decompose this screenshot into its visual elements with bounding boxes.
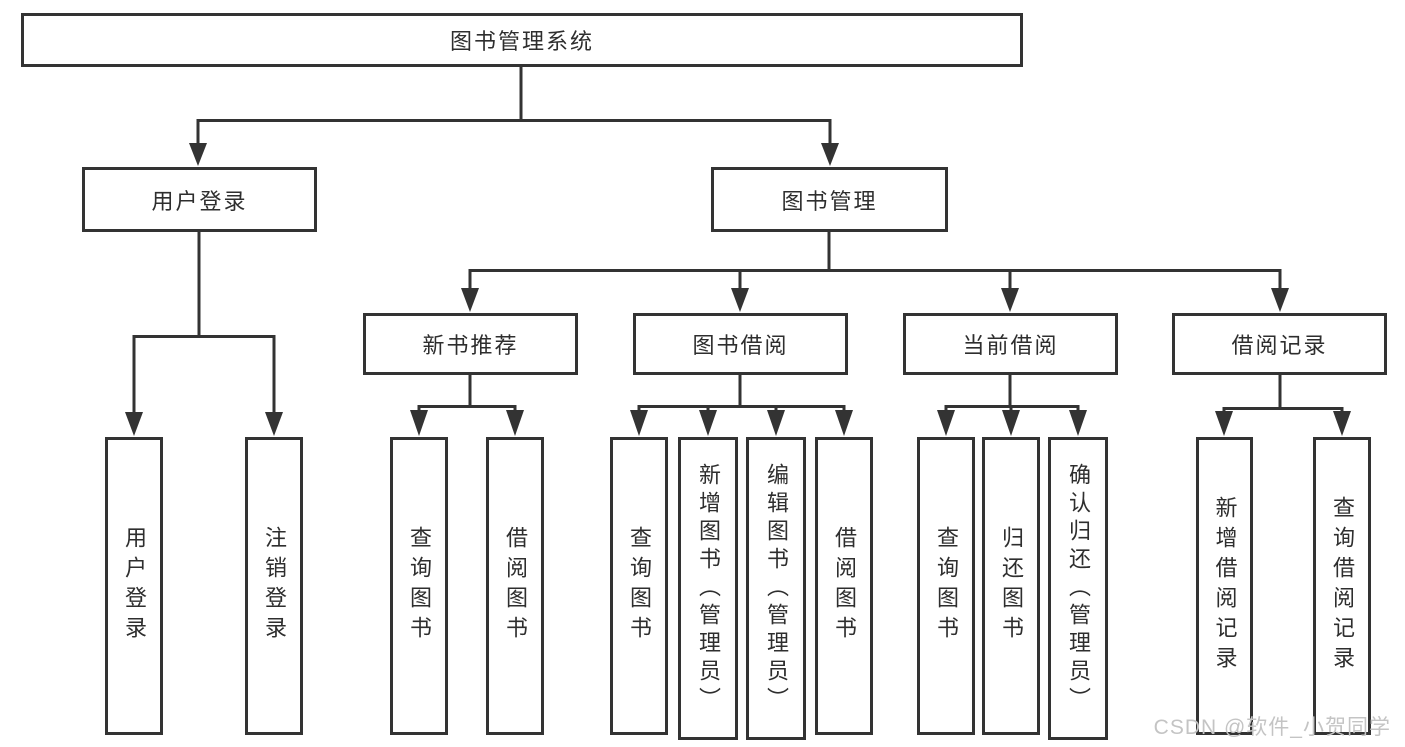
leaf-label: 查询图书 [934, 526, 959, 646]
node-borrow-records: 借阅记录 [1172, 313, 1387, 375]
leaf-label: 编辑图书（管理员） [764, 462, 789, 715]
node-book-management-label: 图书管理 [781, 188, 878, 214]
node-book-borrow: 图书借阅 [633, 313, 848, 375]
watermark: CSDN @软件_小贺同学 [1153, 716, 1391, 739]
leaf-edit-book-admin: 编辑图书（管理员） [746, 437, 806, 740]
leaf-label: 查询图书 [407, 526, 432, 646]
leaf-label: 查询借阅记录 [1330, 496, 1355, 676]
leaf-label: 注销登录 [262, 526, 287, 646]
leaf-label: 借阅图书 [832, 526, 857, 646]
node-book-management: 图书管理 [711, 167, 948, 232]
node-root: 图书管理系统 [21, 13, 1023, 67]
leaf-logout: 注销登录 [245, 437, 303, 735]
leaf-label: 查询图书 [627, 526, 652, 646]
leaf-label: 新增图书（管理员） [696, 462, 721, 715]
leaf-query-books: 查询图书 [917, 437, 975, 735]
leaf-borrow-books: 借阅图书 [486, 437, 544, 735]
node-current-borrow: 当前借阅 [903, 313, 1118, 375]
node-book-borrow-label: 图书借阅 [692, 333, 789, 358]
leaf-borrow-books: 借阅图书 [815, 437, 873, 735]
node-borrow-records-label: 借阅记录 [1231, 333, 1328, 358]
leaf-query-borrow-record: 查询借阅记录 [1313, 437, 1371, 735]
leaf-query-books: 查询图书 [390, 437, 448, 735]
leaf-confirm-return-admin: 确认归还（管理员） [1048, 437, 1108, 740]
node-current-borrow-label: 当前借阅 [962, 333, 1059, 358]
leaf-label: 归还图书 [999, 526, 1024, 646]
leaf-add-book-admin: 新增图书（管理员） [678, 437, 738, 740]
leaf-query-books: 查询图书 [610, 437, 668, 735]
node-user-login: 用户登录 [82, 167, 317, 232]
leaf-label: 确认归还（管理员） [1066, 462, 1091, 715]
node-new-book-recommend: 新书推荐 [363, 313, 578, 375]
leaf-user-login: 用户登录 [105, 437, 163, 735]
node-user-login-label: 用户登录 [151, 188, 248, 214]
leaf-return-books: 归还图书 [982, 437, 1040, 735]
leaf-add-borrow-record: 新增借阅记录 [1196, 437, 1253, 735]
leaf-label: 借阅图书 [503, 526, 528, 646]
node-new-book-recommend-label: 新书推荐 [422, 333, 519, 358]
leaf-label: 用户登录 [122, 526, 147, 646]
node-root-label: 图书管理系统 [449, 29, 594, 54]
leaf-label: 新增借阅记录 [1212, 496, 1238, 676]
